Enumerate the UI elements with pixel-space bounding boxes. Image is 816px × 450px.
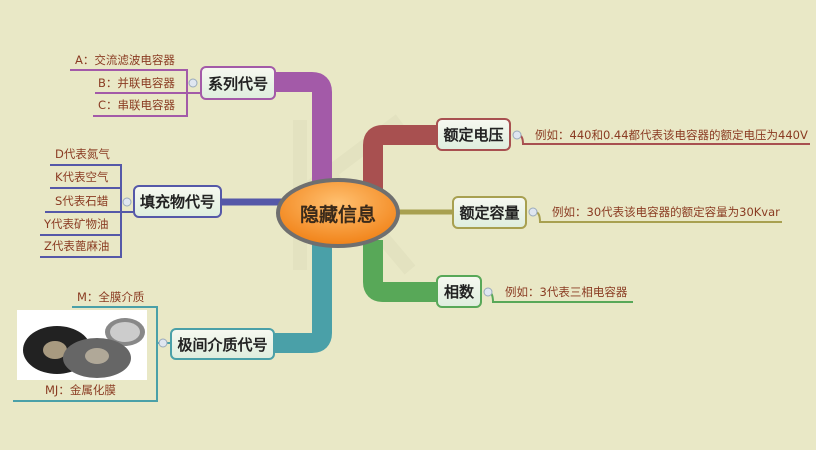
leaf-filler-d: D代表氮气: [55, 147, 110, 161]
node-phase-count[interactable]: 相数: [436, 275, 482, 308]
leaf-phase-example: 例如：3代表三相电容器: [505, 285, 628, 299]
collapse-toggle: [483, 287, 493, 297]
film-rolls-image: [17, 310, 147, 380]
leaf-filler-z: Z代表蓖麻油: [44, 239, 110, 253]
leaf-filler-y: Y代表矿物油: [44, 217, 109, 231]
collapse-toggle: [528, 207, 538, 217]
node-dielectric-code[interactable]: 极间介质代号: [170, 328, 275, 360]
node-rated-capacity[interactable]: 额定容量: [452, 196, 527, 229]
collapse-toggle: [188, 78, 198, 88]
leaf-capacity-example: 例如：30代表该电容器的额定容量为30Kvar: [552, 205, 780, 219]
collapse-toggle: [158, 338, 168, 348]
leaf-filler-k: K代表空气: [55, 170, 109, 184]
leaf-dielectric-mj: MJ：金属化膜: [45, 383, 116, 397]
node-series-code[interactable]: 系列代号: [200, 66, 276, 100]
center-node-shape: [276, 178, 400, 248]
node-filler-code[interactable]: 填充物代号: [133, 185, 222, 218]
collapse-toggle: [512, 130, 522, 140]
center-node[interactable]: 隐藏信息: [299, 203, 376, 226]
leaf-voltage-example: 例如：440和0.44都代表该电容器的额定电压为440V: [535, 128, 808, 142]
leaf-filler-s: S代表石蜡: [55, 194, 109, 208]
branch-line-voltage: [363, 125, 436, 190]
leaf-dielectric-m: M：全膜介质: [77, 290, 145, 304]
leaf-series-c: C：串联电容器: [98, 98, 176, 112]
branch-line-series: [276, 72, 332, 185]
collapse-toggle: [122, 197, 132, 207]
branch-line-dielectric: [275, 240, 332, 353]
leaf-series-a: A：交流滤波电容器: [75, 53, 175, 67]
branch-line-phase: [363, 240, 436, 302]
node-rated-voltage[interactable]: 额定电压: [436, 118, 511, 151]
leaf-series-b: B：并联电容器: [98, 76, 175, 90]
